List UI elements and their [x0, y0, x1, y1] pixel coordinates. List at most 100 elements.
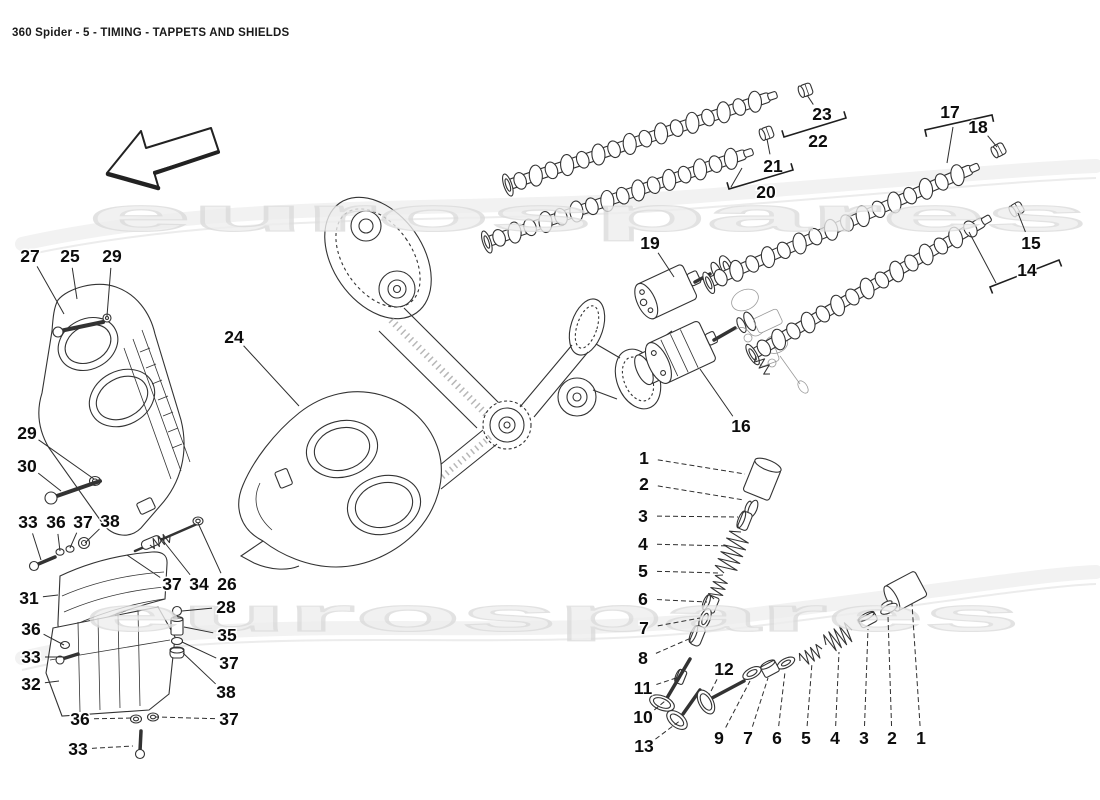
- callout-leader-line: [657, 459, 746, 475]
- part-number-callout: 1: [639, 448, 649, 468]
- cam-nut: [990, 142, 1007, 159]
- camshaft: [502, 90, 778, 197]
- part-number-callout: 29: [17, 423, 37, 443]
- part-number-callout: 18: [968, 117, 988, 137]
- part-number-callout: 30: [17, 456, 37, 476]
- callout-leader-line: [126, 554, 161, 578]
- part-number-callout: 5: [638, 561, 648, 581]
- part-number-callout: 3: [638, 506, 648, 526]
- part-number-callout: 7: [639, 618, 649, 638]
- callout-leader-line: [655, 719, 682, 740]
- part-number-callout: 5: [801, 728, 811, 748]
- watermark-text-top: eurospares: [88, 188, 1088, 241]
- callout-leader-line: [84, 528, 100, 544]
- part-number-callout: 27: [20, 246, 39, 266]
- callout-leader-line: [725, 680, 751, 728]
- timing-shield-left: [38, 283, 191, 536]
- part-number-callout: 15: [1021, 233, 1041, 253]
- callout-leader-line: [699, 368, 734, 417]
- callout-leader-line: [864, 628, 869, 727]
- part-number-callout: 32: [21, 674, 41, 694]
- part-number-callout: 11: [634, 678, 653, 698]
- part-number-callout: 6: [772, 728, 782, 748]
- part-number-callout: 6: [638, 589, 648, 609]
- part-number-callout: 20: [756, 182, 776, 202]
- camshaft: [745, 214, 992, 366]
- valve-spring: [823, 622, 853, 652]
- callout-leader-line: [57, 533, 61, 552]
- part-number-callout: 9: [714, 728, 724, 748]
- callout-leader-line: [766, 138, 771, 155]
- callout-leader-line: [887, 615, 893, 727]
- part-number-callout: 38: [216, 682, 236, 702]
- part-number-callout: 33: [68, 739, 88, 759]
- callout-bracket: [924, 114, 995, 138]
- callout-leader-line: [182, 652, 216, 685]
- watermark-text-bottom: eurospares: [85, 588, 1020, 641]
- callout-leader-line: [778, 671, 786, 727]
- valve-spring: [753, 355, 771, 375]
- part-number-callout: 35: [217, 625, 237, 645]
- part-number-callout: 28: [216, 597, 236, 617]
- part-number-callout: 17: [940, 102, 959, 122]
- callout-leader-line: [911, 603, 921, 727]
- callout-leader-line: [44, 680, 60, 684]
- callout-leader-line: [243, 345, 300, 407]
- direction-arrow-icon: [105, 127, 220, 191]
- part-number-callout: 29: [102, 246, 122, 266]
- part-number-callout: 4: [830, 728, 840, 748]
- part-number-callout: 4: [638, 534, 648, 554]
- callout-leader-line: [708, 679, 718, 696]
- part-number-callout: 2: [887, 728, 897, 748]
- valve-spring: [149, 533, 171, 550]
- valve-spring: [714, 530, 749, 574]
- part-number-callout: 34: [189, 574, 209, 594]
- callout-leader-line: [36, 266, 65, 315]
- part-number-callout: 33: [18, 512, 38, 532]
- part-number-callout: 10: [633, 707, 653, 727]
- part-number-callout: 7: [743, 728, 753, 748]
- callout-bracket: [988, 258, 1063, 294]
- callout-leader-line: [155, 716, 216, 720]
- part-number-callout: 8: [638, 648, 648, 668]
- callout-leader-line: [71, 267, 78, 300]
- part-number-callout: 37: [162, 574, 181, 594]
- part-number-callout: 37: [219, 709, 238, 729]
- callout-leader-line: [93, 717, 134, 720]
- valve-spring: [708, 574, 728, 600]
- variator-16: [634, 320, 718, 386]
- timing-belt-drawing: [324, 196, 681, 490]
- cam-nut: [797, 82, 814, 98]
- callout-leader-line: [654, 700, 666, 711]
- part-number-callout: 2: [639, 474, 649, 494]
- part-number-callout: 22: [808, 131, 828, 151]
- part-number-callout: 26: [217, 574, 237, 594]
- callout-leader-line: [181, 641, 217, 659]
- callout-leader-line: [656, 677, 677, 685]
- callout-leader-line: [656, 599, 708, 603]
- callout-bracket: [781, 111, 847, 138]
- part-number-callout: 33: [21, 647, 41, 667]
- callout-leader-line: [657, 252, 675, 278]
- small-fasteners: [28, 313, 204, 760]
- cam-nut: [1008, 201, 1025, 218]
- part-number-callout: 16: [731, 416, 751, 436]
- callout-bracket: [726, 163, 794, 190]
- callout-leader-line: [946, 126, 954, 164]
- callout-leader-line: [655, 637, 692, 654]
- callout-leader-line: [751, 677, 769, 727]
- part-number-callout: 37: [73, 512, 92, 532]
- camshaft: [480, 147, 754, 254]
- part-number-callout: 38: [100, 511, 120, 531]
- part-number-callout: 36: [46, 512, 66, 532]
- page-title: 360 Spider - 5 - TIMING - TAPPETS AND SH…: [12, 27, 290, 39]
- part-number-callout: 23: [812, 104, 832, 124]
- callout-leader-line: [106, 267, 112, 317]
- part-number-callout: 13: [634, 736, 654, 756]
- part-number-callout: 1: [916, 728, 926, 748]
- callout-leader-line: [1017, 212, 1026, 233]
- part-number-callout: 36: [70, 709, 90, 729]
- part-number-callout: 36: [21, 619, 41, 639]
